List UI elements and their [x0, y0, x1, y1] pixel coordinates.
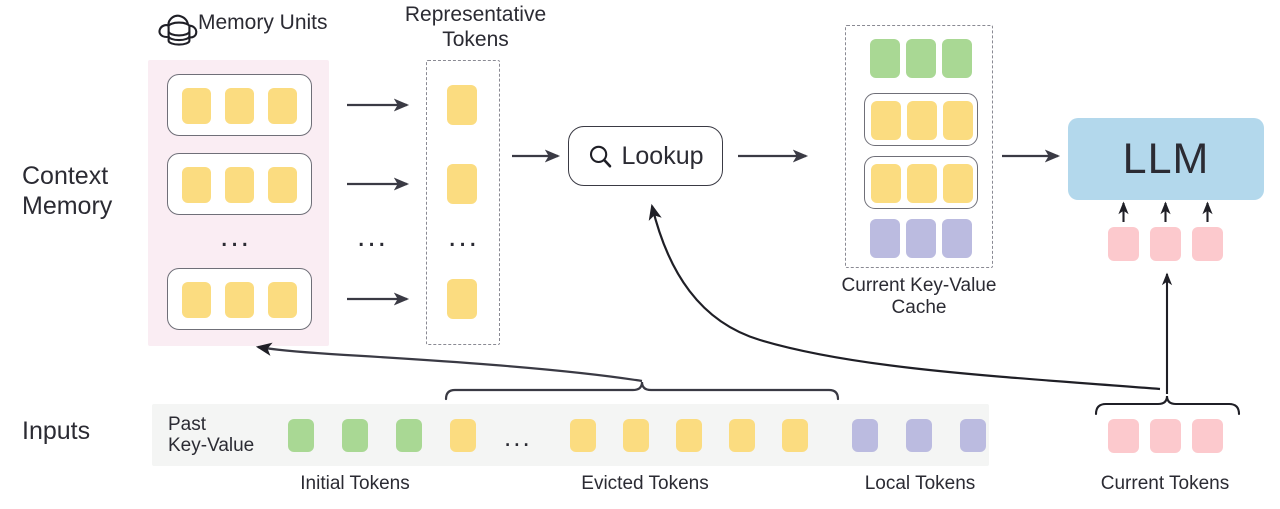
kv-retrieved-group: [864, 93, 978, 146]
memory-token: [225, 282, 254, 318]
kv-retrieved-group: [864, 156, 978, 209]
input-evicted-token: [570, 419, 596, 452]
memory-unit[interactable]: [167, 153, 312, 215]
memory-units-label: Memory Units: [198, 11, 328, 34]
current-token: [1150, 419, 1181, 453]
representative-token: [447, 85, 477, 125]
inputs-label: Inputs: [22, 417, 91, 445]
input-evicted-token: [729, 419, 755, 452]
memory-token: [268, 167, 297, 203]
representative-token: [447, 164, 477, 204]
memory-token: [182, 282, 211, 318]
evicted-tokens-caption: Evicted Tokens: [581, 473, 709, 494]
kv-initial-token: [870, 39, 900, 78]
llm-box: LLM: [1068, 118, 1264, 200]
input-evicted-token: [450, 419, 476, 452]
brace-current-tokens: [1094, 395, 1241, 416]
memory-token: [268, 88, 297, 124]
llm-label: LLM: [1122, 134, 1210, 183]
memory-unit[interactable]: [167, 268, 312, 330]
input-evicted-token: [676, 419, 702, 452]
memory-token: [268, 282, 297, 318]
kv-initial-token: [906, 39, 936, 78]
memory-token: [225, 167, 254, 203]
memory-token: [182, 167, 211, 203]
input-initial-token: [396, 419, 422, 452]
input-local-token: [906, 419, 932, 452]
representative-tokens-box: [426, 60, 500, 345]
input-ellipsis: ...: [504, 422, 532, 452]
kv-retrieved-token: [871, 164, 901, 203]
memory-unit[interactable]: [167, 74, 312, 136]
lookup-box[interactable]: Lookup: [568, 126, 723, 186]
kv-retrieved-token: [907, 164, 937, 203]
search-icon: [587, 143, 614, 170]
input-local-token: [852, 419, 878, 452]
memory-token: [182, 88, 211, 124]
kv-retrieved-token: [871, 101, 901, 140]
kv-retrieved-token: [943, 164, 973, 203]
arrow-evicted-to-context-memory: [255, 342, 643, 383]
llm-input-token: [1192, 227, 1223, 261]
local-tokens-caption: Local Tokens: [864, 473, 976, 494]
kv-retrieved-token: [907, 101, 937, 140]
input-local-token: [960, 419, 986, 452]
memory-units-ellipsis: ...: [220, 220, 252, 253]
input-initial-token: [288, 419, 314, 452]
kv-local-token: [870, 219, 900, 258]
initial-tokens-caption: Initial Tokens: [300, 473, 410, 494]
representative-tokens-label: Representative Tokens: [404, 3, 547, 51]
memory-token: [225, 88, 254, 124]
kv-retrieved-token: [943, 101, 973, 140]
current-tokens-caption: Current Tokens: [1100, 473, 1230, 494]
cloud-database-icon: [155, 6, 203, 54]
kv-initial-token: [942, 39, 972, 78]
representative-token: [447, 279, 477, 319]
llm-input-token: [1108, 227, 1139, 261]
current-token: [1192, 419, 1223, 453]
current-token: [1108, 419, 1139, 453]
input-evicted-token: [623, 419, 649, 452]
lookup-label: Lookup: [621, 141, 704, 170]
brace-evicted-tokens: [444, 381, 840, 401]
kv-local-token: [906, 219, 936, 258]
input-initial-token: [342, 419, 368, 452]
mapping-ellipsis: ...: [357, 220, 389, 253]
kv-local-token: [942, 219, 972, 258]
past-key-value-label: Past Key-Value: [168, 414, 255, 457]
representative-tokens-ellipsis: ...: [448, 220, 480, 253]
input-evicted-token: [782, 419, 808, 452]
llm-input-token: [1150, 227, 1181, 261]
kv-cache-caption: Current Key-Value Cache: [841, 275, 997, 319]
context-memory-label: Context Memory: [22, 162, 113, 220]
